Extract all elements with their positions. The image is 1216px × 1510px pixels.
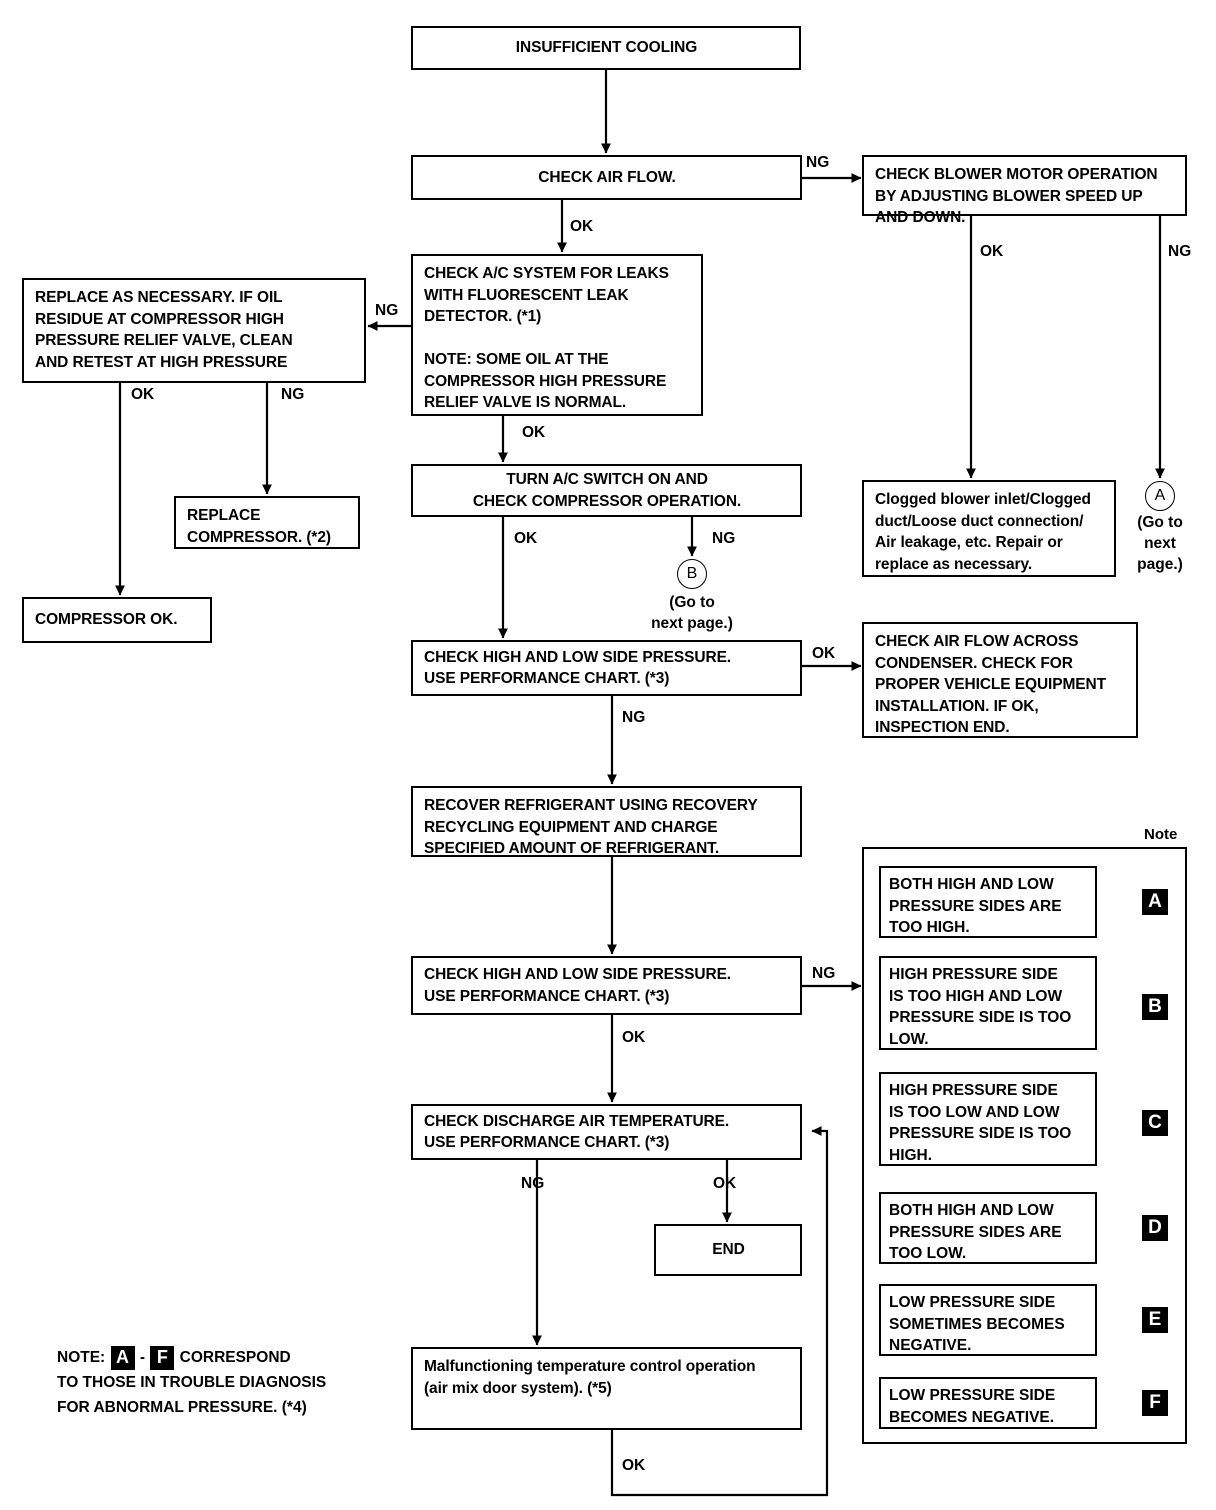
node-check-ac-leaks[interactable]: CHECK A/C SYSTEM FOR LEAKS WITH FLUORESC… <box>411 254 703 416</box>
edge-label-pressure1-ng: NG <box>622 709 646 726</box>
node-compressor-ok[interactable]: COMPRESSOR OK. <box>22 597 212 643</box>
legend-line-3: FOR ABNORMAL PRESSURE. (*4) <box>57 1399 307 1416</box>
node-check-condenser-label: CHECK AIR FLOW ACROSS CONDENSER. CHECK F… <box>875 633 1106 736</box>
note-item-a[interactable]: BOTH HIGH AND LOW PRESSURE SIDES ARE TOO… <box>879 866 1097 938</box>
note-marker-c: C <box>1142 1110 1168 1136</box>
note-item-d-label: BOTH HIGH AND LOW PRESSURE SIDES ARE TOO… <box>889 1202 1062 1262</box>
connector-a-caption: (Go to next page.) <box>1137 514 1183 573</box>
node-check-pressure-1-label: CHECK HIGH AND LOW SIDE PRESSURE. USE PE… <box>424 648 732 688</box>
node-check-blower-motor-label: CHECK BLOWER MOTOR OPERATION BY ADJUSTIN… <box>875 166 1158 226</box>
node-check-condenser[interactable]: CHECK AIR FLOW ACROSS CONDENSER. CHECK F… <box>862 622 1138 738</box>
node-replace-as-necessary-label: REPLACE AS NECESSARY. IF OIL RESIDUE AT … <box>35 289 293 371</box>
node-end-label: END <box>712 1241 745 1259</box>
node-check-discharge-temp-label: CHECK DISCHARGE AIR TEMPERATURE. USE PER… <box>424 1112 730 1152</box>
edge-label-replace-ng: NG <box>281 386 305 403</box>
edge-label-pressure2-ok: OK <box>622 1029 646 1046</box>
legend-dash: - <box>135 1349 150 1366</box>
connector-circle-a-letter: A <box>1154 487 1166 504</box>
legend-line-1: NOTE: A - F CORRESPOND <box>57 1345 326 1370</box>
node-end[interactable]: END <box>654 1224 802 1276</box>
node-check-air-flow[interactable]: CHECK AIR FLOW. <box>411 155 802 200</box>
edge-label-leaks-ok: OK <box>522 424 546 441</box>
node-replace-compressor-label: REPLACE COMPRESSOR. (*2) <box>187 507 331 546</box>
connector-b-caption: (Go to next page.) <box>651 594 733 632</box>
edge-label-discharge-ok: OK <box>713 1175 737 1192</box>
connector-circle-a[interactable]: A <box>1145 481 1175 511</box>
node-compressor-ok-label: COMPRESSOR OK. <box>35 611 178 629</box>
edge-label-pressure1-ok: OK <box>812 645 836 662</box>
edge-label-air-flow-ok: OK <box>570 218 594 235</box>
edge-label-malfunction-ok: OK <box>622 1457 646 1474</box>
node-check-air-flow-label: CHECK AIR FLOW. <box>538 168 676 186</box>
node-check-pressure-2-label: CHECK HIGH AND LOW SIDE PRESSURE. USE PE… <box>424 966 732 1005</box>
note-panel-title: Note <box>1144 826 1178 843</box>
node-insufficient-cooling-label: INSUFFICIENT COOLING <box>515 39 698 57</box>
edge-label-compressor-ng: NG <box>712 530 736 547</box>
edge-label-blower-ok: OK <box>980 243 1004 260</box>
note-marker-e: E <box>1142 1307 1168 1333</box>
edge-label-pressure2-ng: NG <box>812 965 836 982</box>
legend-line-2: TO THOSE IN TROUBLE DIAGNOSIS <box>57 1374 327 1391</box>
note-marker-f: F <box>1142 1390 1168 1416</box>
note-item-c[interactable]: HIGH PRESSURE SIDE IS TOO LOW AND LOW PR… <box>879 1072 1097 1166</box>
note-item-e-label: LOW PRESSURE SIDE SOMETIMES BECOMES NEGA… <box>889 1294 1065 1354</box>
edge-label-air-flow-ng: NG <box>806 154 830 171</box>
node-malfunctioning-temp-control[interactable]: Malfunctioning temperature control opera… <box>411 1347 802 1430</box>
node-replace-as-necessary[interactable]: REPLACE AS NECESSARY. IF OIL RESIDUE AT … <box>22 278 366 383</box>
note-marker-a: A <box>1142 889 1168 915</box>
connector-circle-b-letter: B <box>686 565 698 582</box>
node-recover-refrigerant[interactable]: RECOVER REFRIGERANT USING RECOVERY RECYC… <box>411 786 802 857</box>
node-check-pressure-2[interactable]: CHECK HIGH AND LOW SIDE PRESSURE. USE PE… <box>411 956 802 1015</box>
note-item-c-label: HIGH PRESSURE SIDE IS TOO LOW AND LOW PR… <box>889 1082 1072 1164</box>
legend-suffix: CORRESPOND <box>175 1349 291 1366</box>
note-item-b[interactable]: HIGH PRESSURE SIDE IS TOO HIGH AND LOW P… <box>879 956 1097 1050</box>
node-malfunctioning-temp-control-label: Malfunctioning temperature control opera… <box>424 1358 756 1397</box>
node-check-blower-motor[interactable]: CHECK BLOWER MOTOR OPERATION BY ADJUSTIN… <box>862 155 1187 226</box>
legend-note: NOTE: A - F CORRESPOND TO THOSE IN TROUB… <box>57 1345 326 1420</box>
node-check-ac-leaks-label: CHECK A/C SYSTEM FOR LEAKS WITH FLUORESC… <box>424 265 669 411</box>
edge-label-blower-ng: NG <box>1168 243 1192 260</box>
node-check-pressure-1[interactable]: CHECK HIGH AND LOW SIDE PRESSURE. USE PE… <box>411 640 802 696</box>
note-item-f-label: LOW PRESSURE SIDE BECOMES NEGATIVE. <box>889 1387 1056 1426</box>
node-turn-ac-switch[interactable]: TURN A/C SWITCH ON AND CHECK COMPRESSOR … <box>411 464 802 517</box>
node-clogged-blower-label: Clogged blower inlet/Clogged duct/Loose … <box>875 491 1091 573</box>
edge-label-discharge-ng: NG <box>521 1175 545 1192</box>
note-item-f[interactable]: LOW PRESSURE SIDE BECOMES NEGATIVE. <box>879 1377 1097 1429</box>
node-check-discharge-temp[interactable]: CHECK DISCHARGE AIR TEMPERATURE. USE PER… <box>411 1104 802 1160</box>
note-item-e[interactable]: LOW PRESSURE SIDE SOMETIMES BECOMES NEGA… <box>879 1284 1097 1356</box>
legend-marker-a: A <box>110 1345 135 1370</box>
node-replace-compressor[interactable]: REPLACE COMPRESSOR. (*2) <box>174 496 360 549</box>
node-recover-refrigerant-label: RECOVER REFRIGERANT USING RECOVERY RECYC… <box>424 797 758 857</box>
note-item-a-label: BOTH HIGH AND LOW PRESSURE SIDES ARE TOO… <box>889 876 1062 936</box>
connector-circle-b[interactable]: B <box>677 559 707 589</box>
edge-label-replace-ok: OK <box>131 386 155 403</box>
note-item-d[interactable]: BOTH HIGH AND LOW PRESSURE SIDES ARE TOO… <box>879 1192 1097 1264</box>
node-insufficient-cooling[interactable]: INSUFFICIENT COOLING <box>411 26 801 70</box>
note-marker-d: D <box>1142 1215 1168 1241</box>
legend-marker-f: F <box>150 1345 175 1370</box>
node-clogged-blower[interactable]: Clogged blower inlet/Clogged duct/Loose … <box>862 480 1116 577</box>
legend-prefix: NOTE: <box>57 1349 110 1366</box>
note-item-b-label: HIGH PRESSURE SIDE IS TOO HIGH AND LOW P… <box>889 966 1072 1048</box>
node-turn-ac-switch-label: TURN A/C SWITCH ON AND CHECK COMPRESSOR … <box>472 471 742 510</box>
note-marker-b: B <box>1142 994 1168 1020</box>
edge-label-compressor-ok: OK <box>514 530 538 547</box>
edge-label-leaks-ng: NG <box>375 302 399 319</box>
